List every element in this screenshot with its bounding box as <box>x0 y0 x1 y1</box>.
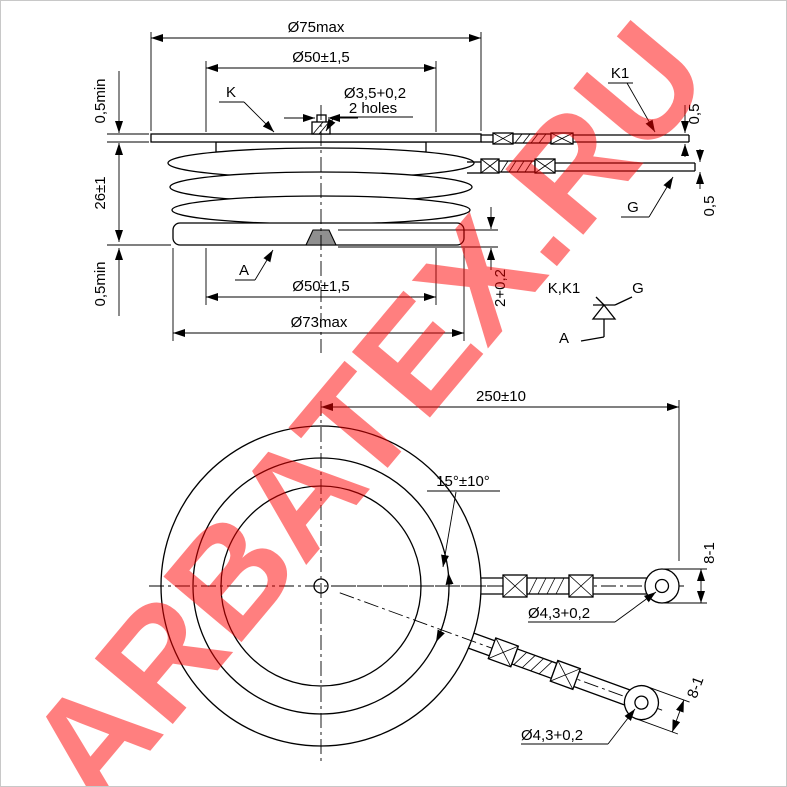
dim-stud2-label: 2+0,2 <box>492 269 509 307</box>
dim-width1-label: 8-1 <box>701 542 718 564</box>
dim-hole1: Ø4,3+0,2 <box>528 591 657 623</box>
dim-min05-top: 0,5min <box>92 71 149 143</box>
dim-angle15-label: 15°±10° <box>436 473 490 490</box>
dim-dia50-top-label: Ø50±1,5 <box>292 49 349 66</box>
cathode-lead-k1 <box>481 132 690 145</box>
dim-lead-k1-thickness: 0,5 <box>681 104 703 157</box>
dim-height26-label: 26±1 <box>92 176 109 209</box>
dim-lead-k1-label: 0,5 <box>686 104 703 125</box>
label-k1: K1 <box>608 65 656 133</box>
dim-angle15: 15°±10° <box>427 473 500 643</box>
dim-lead-g-label: 0,5 <box>701 196 718 217</box>
symbol-anode-label: A <box>559 330 569 347</box>
symbol-cathode-label: K,K1 <box>548 280 581 297</box>
dim-height26: 26±1 <box>92 143 171 246</box>
dim-dia35-holes: Ø3,5+0,2 2 holes <box>284 85 413 132</box>
dim-lead-g-thickness: 0,5 <box>696 149 718 217</box>
dim-holes-label: 2 holes <box>349 100 397 117</box>
dim-min05-top-label: 0,5min <box>92 78 109 123</box>
dim-width2-label: 8-1 <box>684 674 707 700</box>
thyristor-symbol-icon <box>580 296 633 342</box>
dim-dia75-label: Ø75max <box>288 19 345 36</box>
dim-dia50-bottom-label: Ø50±1,5 <box>292 278 349 295</box>
side-view: Ø75max Ø50±1,5 Ø3,5+0,2 2 holes 0,5min 2… <box>92 19 718 353</box>
dim-length250-label: 250±10 <box>476 388 526 405</box>
label-k: K <box>219 84 275 133</box>
label-g: G <box>621 176 674 218</box>
dim-dia75: Ø75max <box>150 19 482 131</box>
device-body <box>150 105 482 353</box>
symbol-gate-label: G <box>632 280 644 297</box>
dim-min05-bottom: 0,5min <box>92 248 123 316</box>
dim-dia50-bottom: Ø50±1,5 <box>205 248 437 305</box>
dim-stud2: 2+0,2 <box>338 207 509 307</box>
dim-dia73-label: Ø73max <box>291 314 348 331</box>
label-a: A <box>235 249 274 281</box>
label-k-text: K <box>226 84 236 101</box>
dim-min05-bottom-label: 0,5min <box>92 261 109 306</box>
label-g-text: G <box>627 199 639 216</box>
thyristor-symbol: K,K1 G A <box>548 280 644 347</box>
dim-dia35-label: Ø3,5+0,2 <box>344 85 406 102</box>
dim-hole2-label: Ø4,3+0,2 <box>521 727 583 744</box>
plan-view: 250±10 15°±10° Ø4,3+0,2 Ø4,3+0,2 8-1 8-1 <box>149 388 718 765</box>
dim-hole2: Ø4,3+0,2 <box>521 708 636 745</box>
dim-hole1-label: Ø4,3+0,2 <box>528 605 590 622</box>
dim-dia50-top: Ø50±1,5 <box>205 49 437 132</box>
label-k1-text: K1 <box>611 65 629 82</box>
label-a-text: A <box>239 262 249 279</box>
dim-length250: 250±10 <box>321 388 680 561</box>
gate-lead-g <box>467 158 696 174</box>
dim-dia73: Ø73max <box>172 248 465 341</box>
